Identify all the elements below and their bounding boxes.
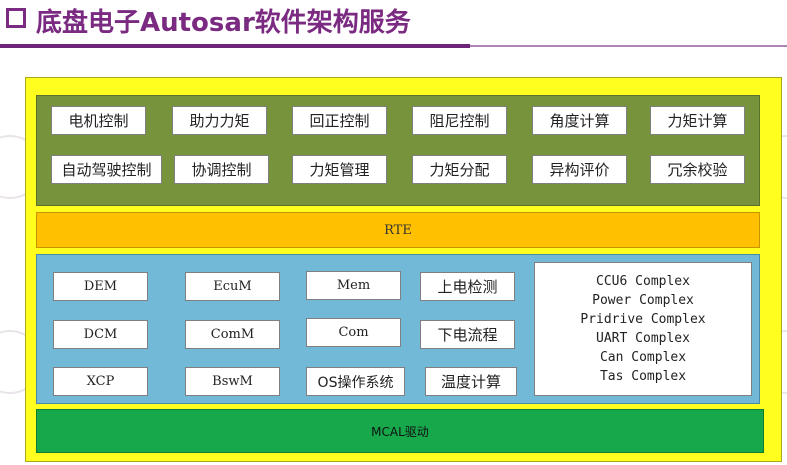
bsw-module: ComM xyxy=(185,320,280,349)
app-module: 力矩管理 xyxy=(292,155,387,184)
bsw-module: DCM xyxy=(53,320,148,349)
bsw-module: Com xyxy=(306,318,401,347)
bsw-module: BswM xyxy=(185,367,280,396)
mcal-label: MCAL驱动 xyxy=(371,424,429,439)
bsw-module: 下电流程 xyxy=(420,320,515,349)
bsw-module: EcuM xyxy=(185,272,280,301)
complex-driver: Tas Complex xyxy=(599,369,687,384)
bsw-module: 温度计算 xyxy=(425,367,517,396)
app-module: 冗余校验 xyxy=(650,155,745,184)
bsw-module: 上电检测 xyxy=(420,272,515,301)
complex-drivers-box: CCU6 Complex Power Complex Pridrive Comp… xyxy=(534,262,752,396)
app-module: 助力力矩 xyxy=(172,106,267,135)
complex-driver: Power Complex xyxy=(592,293,694,308)
app-module: 回正控制 xyxy=(292,106,387,135)
bsw-module: Mem xyxy=(306,271,401,300)
app-module: 力矩分配 xyxy=(412,155,507,184)
app-module: 异构评价 xyxy=(532,155,627,184)
app-module: 自动驾驶控制 xyxy=(51,155,162,184)
app-module: 角度计算 xyxy=(532,106,627,135)
bsw-module: OS操作系统 xyxy=(306,367,405,396)
rte-label: RTE xyxy=(384,222,412,238)
complex-driver: Pridrive Complex xyxy=(580,312,706,327)
title-underline-light xyxy=(470,45,787,47)
app-module: 电机控制 xyxy=(51,106,146,135)
bsw-module: XCP xyxy=(53,367,148,396)
title-bar: 底盘电子Autosar软件架构服务 xyxy=(0,0,787,50)
title-square-icon xyxy=(6,8,26,28)
complex-driver: UART Complex xyxy=(596,331,690,346)
bsw-module: DEM xyxy=(53,272,148,301)
complex-driver: Can Complex xyxy=(599,350,687,365)
complex-driver: CCU6 Complex xyxy=(596,274,690,289)
rte-layer: RTE xyxy=(36,212,760,248)
page-title: 底盘电子Autosar软件架构服务 xyxy=(36,8,411,38)
app-module: 协调控制 xyxy=(174,155,269,184)
app-module: 力矩计算 xyxy=(650,106,745,135)
mcal-layer: MCAL驱动 xyxy=(36,409,764,453)
application-layer xyxy=(36,95,760,206)
app-module: 阻尼控制 xyxy=(412,106,507,135)
title-underline xyxy=(0,44,470,48)
